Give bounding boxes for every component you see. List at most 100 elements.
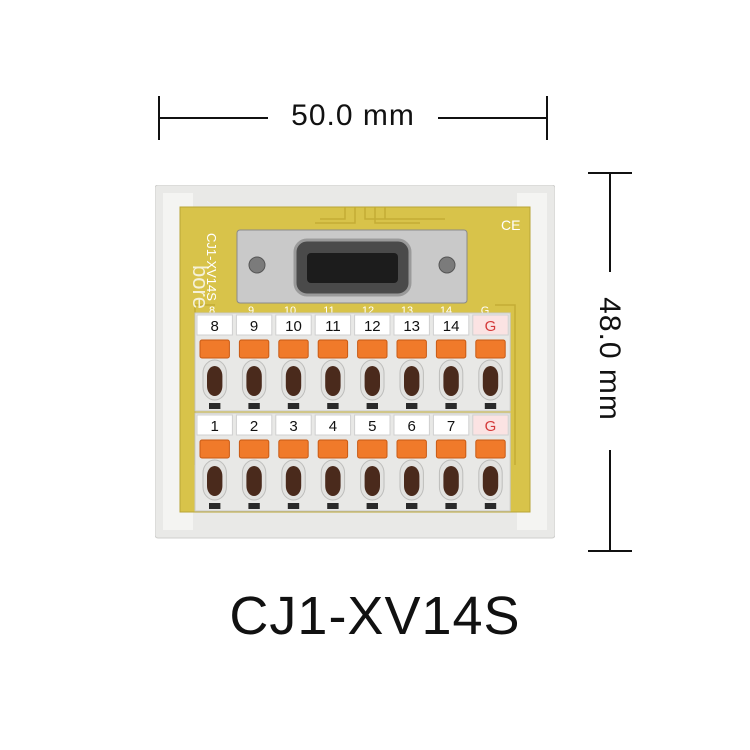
release-lever[interactable] xyxy=(238,439,270,459)
terminal-bottom-2[interactable]: 2 xyxy=(235,414,273,509)
terminal-bottom-6[interactable]: 6 xyxy=(393,414,430,509)
left-screw-icon xyxy=(248,256,266,274)
wire-entry-hole[interactable] xyxy=(285,366,302,396)
terminal-bottom-7[interactable]: 7 xyxy=(432,414,470,509)
wire-entry-hole[interactable] xyxy=(404,466,420,496)
width-dimension-left-tick xyxy=(158,96,160,140)
height-dimension: 48.0 mm xyxy=(588,172,632,552)
terminal-top-9[interactable]: 9 xyxy=(235,314,273,409)
pin-silk-label: 8 xyxy=(209,305,215,317)
terminal-top-8[interactable]: 8 xyxy=(196,314,233,409)
test-slot xyxy=(445,403,457,409)
wire-entry-hole[interactable] xyxy=(285,466,302,496)
height-dimension-label: 48.0 mm xyxy=(593,297,626,421)
height-dimension-top-line xyxy=(609,174,611,272)
test-slot xyxy=(209,403,221,409)
pin-silk-label: 11 xyxy=(323,305,334,317)
brand-mark: bore xyxy=(188,265,213,309)
release-lever[interactable] xyxy=(396,339,427,359)
release-lever[interactable] xyxy=(435,339,467,359)
test-slot xyxy=(209,503,221,509)
wire-entry-hole[interactable] xyxy=(482,466,499,496)
test-slot xyxy=(248,503,260,509)
width-dimension-left-line xyxy=(160,117,268,119)
terminal-label-box xyxy=(314,314,352,336)
pcb-traces xyxy=(194,207,516,465)
wire-entry-hole[interactable] xyxy=(443,466,459,496)
test-slot xyxy=(366,503,378,509)
release-lever[interactable] xyxy=(396,439,427,459)
release-lever[interactable] xyxy=(357,339,388,359)
terminal-number: 12 xyxy=(364,318,381,335)
terminal-label-box xyxy=(275,314,312,336)
terminal-number: 4 xyxy=(329,418,337,435)
terminal-top-11[interactable]: 11 xyxy=(314,314,352,409)
release-lever[interactable] xyxy=(475,339,506,359)
terminal-top-G[interactable]: G xyxy=(472,314,509,409)
release-lever[interactable] xyxy=(475,439,506,459)
release-lever[interactable] xyxy=(278,439,309,459)
terminal-number: 13 xyxy=(403,318,420,335)
terminal-label-box xyxy=(354,314,391,336)
terminal-bottom-5[interactable]: 5 xyxy=(354,414,391,509)
test-slot xyxy=(327,403,339,409)
test-slot xyxy=(366,403,378,409)
terminal-label-box xyxy=(235,414,273,436)
pin-silk-label: G xyxy=(481,305,490,317)
wire-entry-hole[interactable] xyxy=(364,366,380,396)
wire-entry-hole[interactable] xyxy=(246,366,262,396)
wire-entry-hole[interactable] xyxy=(404,366,420,396)
terminal-number: 1 xyxy=(211,418,219,435)
wire-entry-hole[interactable] xyxy=(325,366,341,396)
terminal-bottom-1[interactable]: 1 xyxy=(196,414,233,509)
terminal-number: 11 xyxy=(325,318,341,335)
ce-mark: CE xyxy=(501,217,520,233)
terminal-label-box xyxy=(432,414,470,436)
test-slot xyxy=(287,503,300,509)
wire-entry-hole[interactable] xyxy=(207,466,223,496)
release-lever[interactable] xyxy=(278,339,309,359)
release-lever[interactable] xyxy=(199,439,230,459)
height-dimension-bottom-tick xyxy=(588,550,632,552)
terminal-number: 7 xyxy=(447,418,455,435)
terminal-top-14[interactable]: 14 xyxy=(432,314,470,409)
terminal-number: G xyxy=(485,418,497,435)
wire-entry-hole[interactable] xyxy=(246,466,262,496)
release-lever[interactable] xyxy=(238,339,270,359)
test-slot xyxy=(406,503,418,509)
terminal-label-box xyxy=(393,314,430,336)
test-slot xyxy=(484,403,497,409)
pcb-silkscreen: bore CJ1-XV14S CE xyxy=(188,217,520,309)
terminal-number: 5 xyxy=(368,418,376,435)
width-dimension-label: 50.0 mm xyxy=(291,99,415,132)
terminal-top-13[interactable]: 13 xyxy=(393,314,430,409)
terminal-number: 2 xyxy=(250,418,258,435)
wire-entry-hole[interactable] xyxy=(325,466,341,496)
wire-entry-hole[interactable] xyxy=(364,466,380,496)
pin-silk-label: 9 xyxy=(248,305,254,317)
terminal-top-12[interactable]: 12 xyxy=(354,314,391,409)
wire-entry-hole[interactable] xyxy=(482,366,499,396)
release-lever[interactable] xyxy=(357,439,388,459)
terminal-number: G xyxy=(485,318,497,335)
test-slot xyxy=(445,503,457,509)
wire-entry-hole[interactable] xyxy=(443,366,459,396)
wire-entry-hole[interactable] xyxy=(207,366,223,396)
release-lever[interactable] xyxy=(435,439,467,459)
release-lever[interactable] xyxy=(317,439,349,459)
terminal-label-box xyxy=(472,314,509,336)
terminal-bottom-3[interactable]: 3 xyxy=(275,414,312,509)
terminal-number: 8 xyxy=(211,318,219,335)
release-lever[interactable] xyxy=(317,339,349,359)
terminal-label-box xyxy=(472,414,509,436)
terminal-label-box xyxy=(196,314,233,336)
terminal-label-box xyxy=(275,414,312,436)
release-lever[interactable] xyxy=(199,339,230,359)
mini-d-connector xyxy=(236,229,468,304)
terminal-label-box xyxy=(393,414,430,436)
terminal-bottom-G[interactable]: G xyxy=(472,414,509,509)
terminal-bottom-4[interactable]: 4 xyxy=(314,414,352,509)
width-dimension-right-line xyxy=(438,117,546,119)
terminal-top-10[interactable]: 10 xyxy=(275,314,312,409)
